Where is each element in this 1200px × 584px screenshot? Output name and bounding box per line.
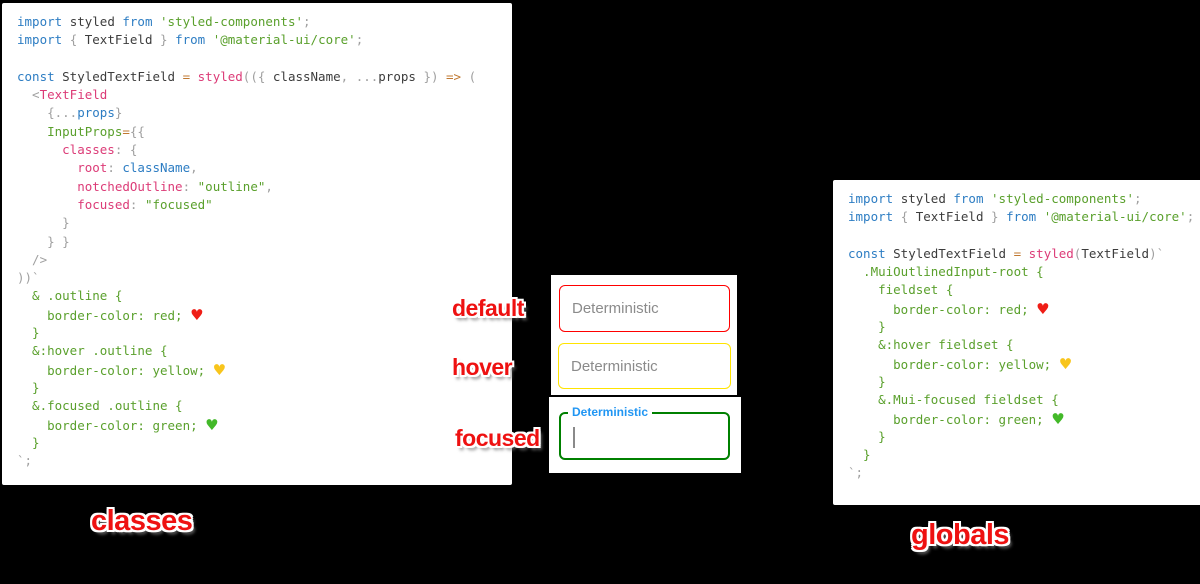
textfield-focused[interactable]: Deterministic — [559, 405, 730, 460]
textfield-default-input[interactable] — [560, 286, 729, 331]
label-hover: hover — [452, 354, 513, 380]
label-default: default — [452, 295, 524, 321]
caption-globals: globals — [911, 519, 1010, 551]
label-focused: focused — [455, 425, 540, 451]
textfield-hover[interactable] — [558, 343, 731, 389]
textfield-default[interactable] — [559, 285, 730, 332]
textfield-hover-input[interactable] — [559, 344, 730, 388]
textfield-demo-panel-upper — [551, 275, 737, 395]
caption-classes: classes — [91, 505, 193, 537]
globals-code-panel: import styled from 'styled-components';i… — [833, 180, 1200, 505]
globals-code: import styled from 'styled-components';i… — [848, 191, 1195, 481]
classes-code: import styled from 'styled-components';i… — [17, 14, 477, 469]
textfield-focused-input[interactable] — [561, 414, 728, 458]
classes-code-panel: import styled from 'styled-components';i… — [2, 3, 512, 485]
textfield-demo-panel-lower: Deterministic — [549, 397, 741, 473]
